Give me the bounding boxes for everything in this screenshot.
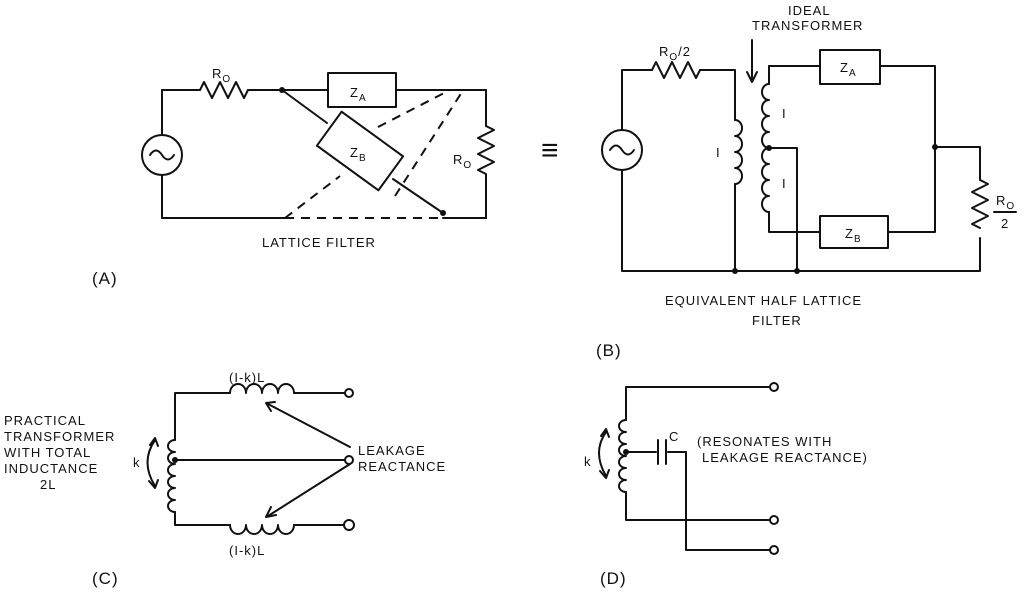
label-transformer: TRANSFORMER <box>752 18 863 33</box>
resistor-r0-left <box>199 81 249 99</box>
practical-line-2: TRANSFORMER <box>4 429 115 444</box>
caption-lattice-filter: LATTICE FILTER <box>262 235 376 250</box>
resistor-r0-right <box>477 125 495 219</box>
terminal-d-bottom <box>769 545 779 555</box>
ac-source-a-symbol <box>149 149 175 161</box>
tapped-coil-c <box>167 439 176 513</box>
label-panel-c: (C) <box>92 569 119 588</box>
leakage-inductor-bottom <box>229 524 295 535</box>
label-k-d: k <box>584 454 592 469</box>
label-r0-over-2-right-den: 2 <box>1001 216 1009 231</box>
label-bottom-inductance: (I-k)L <box>229 543 265 558</box>
terminal-c-top <box>344 388 354 398</box>
resistor-r0-over-2 <box>971 179 989 229</box>
capacitor-c <box>657 439 667 465</box>
equivalence-sign: ≡ <box>541 134 560 167</box>
terminal-c-bottom <box>343 519 355 531</box>
label-za: ZA <box>350 85 367 104</box>
terminal-d-mid <box>769 515 779 525</box>
practical-line-3: WITH TOTAL <box>4 445 91 460</box>
panel-d-resonant-capacitor: k C (RESONATES WITH LEAKAGE REACTANCE) (… <box>584 382 868 588</box>
impedance-zb-box-b <box>819 215 889 249</box>
caption-equivalent-half-lattice: EQUIVALENT HALF LATTICE <box>665 293 862 308</box>
label-r0-left: RO <box>212 66 231 85</box>
ratio-lower: I <box>782 176 787 191</box>
resistor-r0-half <box>651 61 701 79</box>
label-r0-right: RO <box>453 152 472 171</box>
label-reactance: REACTANCE <box>358 459 446 474</box>
label-zb-b: ZB <box>845 226 862 245</box>
caption-filter: FILTER <box>752 313 802 328</box>
leakage-inductor-top <box>229 383 295 394</box>
label-r0-over-2-right-num: RO <box>996 193 1015 212</box>
panel-a-lattice-filter: RO ZA ZB RO LATTICE FILTER (A) <box>92 66 495 288</box>
tapped-coil-d <box>618 419 627 493</box>
practical-line-1: PRACTICAL <box>4 413 86 428</box>
panel-b-half-lattice: RO/2 IDEAL TRANSFORMER ZA ZB I I I RO 2 … <box>596 3 1017 360</box>
label-panel-a: (A) <box>92 269 118 288</box>
transformer-secondary-lower <box>761 147 770 213</box>
panel-c-practical-transformer: (I-k)L (I-k)L k PRACTICAL TRANSFORMER WI… <box>4 370 446 588</box>
label-r0-over-2-top: RO/2 <box>659 44 691 63</box>
practical-line-4: INDUCTANCE <box>4 461 98 476</box>
transformer-secondary-upper <box>761 83 770 149</box>
label-za-b: ZA <box>840 60 857 79</box>
label-zb: ZB <box>350 145 367 164</box>
terminal-d-top <box>769 382 779 392</box>
note-leakage-reactance: LEAKAGE REACTANCE) <box>702 450 868 465</box>
label-top-inductance: (I-k)L <box>229 370 265 385</box>
label-k-c: k <box>133 455 141 470</box>
label-panel-b: (B) <box>596 341 622 360</box>
terminal-c-mid <box>344 455 354 465</box>
label-leakage: LEAKAGE <box>358 443 426 458</box>
label-ideal: IDEAL <box>788 3 831 18</box>
label-panel-d: (D) <box>600 569 627 588</box>
note-resonates-with: (RESONATES WITH <box>697 434 832 449</box>
ratio-primary: I <box>716 145 721 160</box>
transformer-primary-coil <box>734 119 743 185</box>
label-c: C <box>669 429 679 444</box>
impedance-zb-box <box>315 110 405 192</box>
ratio-upper: I <box>782 106 787 121</box>
practical-line-5: 2L <box>40 477 56 492</box>
